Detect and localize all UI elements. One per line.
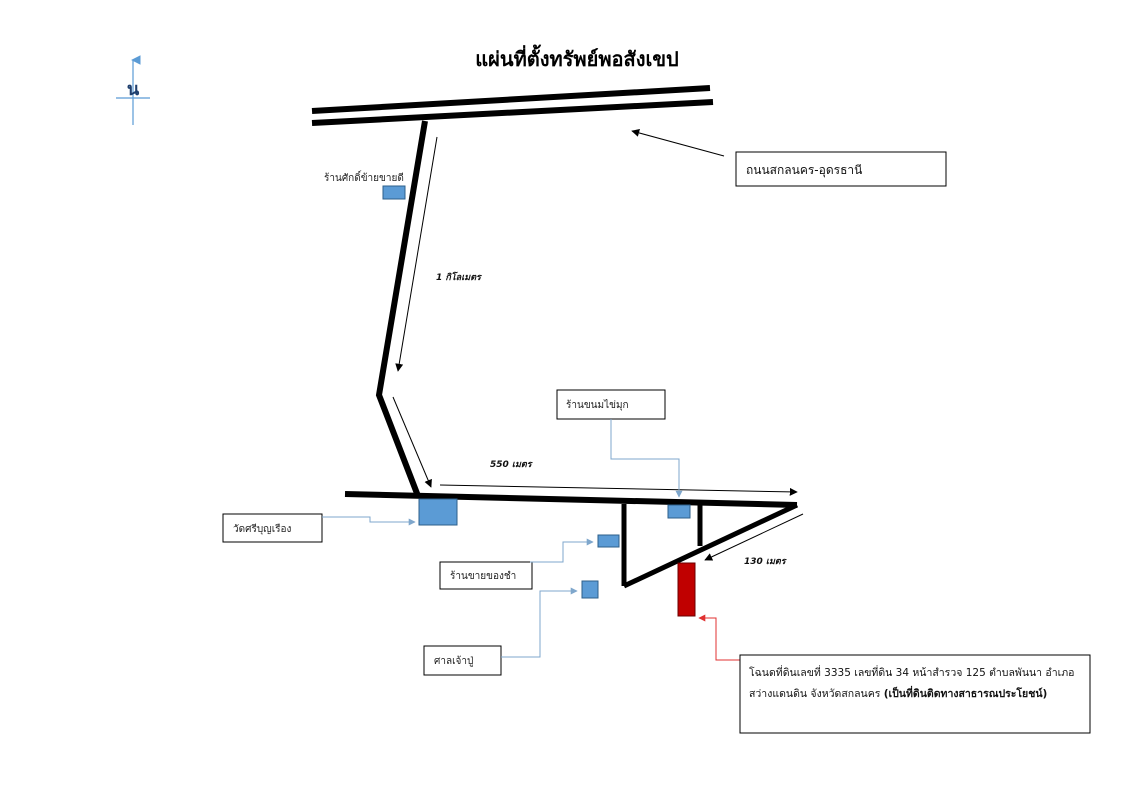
deed-line-1: โฉนดที่ดินเลขที่ 3335 เลขที่ดิน 34 หน้าส… [749, 665, 1074, 679]
distance-arrows [392, 136, 804, 561]
distance-550m-label: 550 เมตร [490, 460, 534, 470]
landmark-shop-top: ร้านศักดิ์ข้ายขายดี [324, 170, 406, 200]
landmark-temple: วัดศรีบุญเรือง [222, 498, 458, 543]
temple-label: วัดศรีบุญเรือง [233, 523, 291, 535]
deed-info-box: โฉนดที่ดินเลขที่ 3335 เลขที่ดิน 34 หน้าส… [739, 654, 1091, 734]
shop-top-label: ร้านศักดิ์ข้ายขายดี [324, 170, 404, 184]
deed-line-2-bold: (เป็นที่ดินติดทางสาธารณประโยชน์) [884, 685, 1048, 700]
access-road [344, 120, 799, 589]
map-title: แผ่นที่ตั้งทรัพย์พอสังเขป [475, 44, 678, 71]
grocery-label: ร้านขายของชำ [450, 570, 516, 582]
landmark-grocery: ร้านขายของชำ [439, 534, 620, 590]
deed-line-2: สว่างแดนดิน จังหวัดสกลนคร (เป็นที่ดินติด… [749, 685, 1047, 700]
north-arrow-icon: น [116, 55, 150, 125]
highway-road [311, 85, 714, 126]
shrine-label: ศาลเจ้าปู่ [434, 655, 473, 667]
property-parcel [677, 562, 740, 661]
north-label: น [127, 79, 140, 100]
distance-1km-label: 1 กิโลเมตร [436, 271, 483, 283]
highway-callout: ถนนสกลนคร-อุดรธานี [631, 129, 947, 187]
landmark-dessert-shop: ร้านขนมไข่มุก [556, 389, 691, 519]
deed-line-2-prefix: สว่างแดนดิน จังหวัดสกลนคร [749, 688, 884, 700]
landmark-shrine: ศาลเจ้าปู่ [423, 580, 599, 676]
highway-label: ถนนสกลนคร-อุดรธานี [746, 163, 862, 178]
distance-130m-label: 130 เมตร [744, 557, 788, 567]
dessert-shop-label: ร้านขนมไข่มุก [566, 399, 629, 411]
